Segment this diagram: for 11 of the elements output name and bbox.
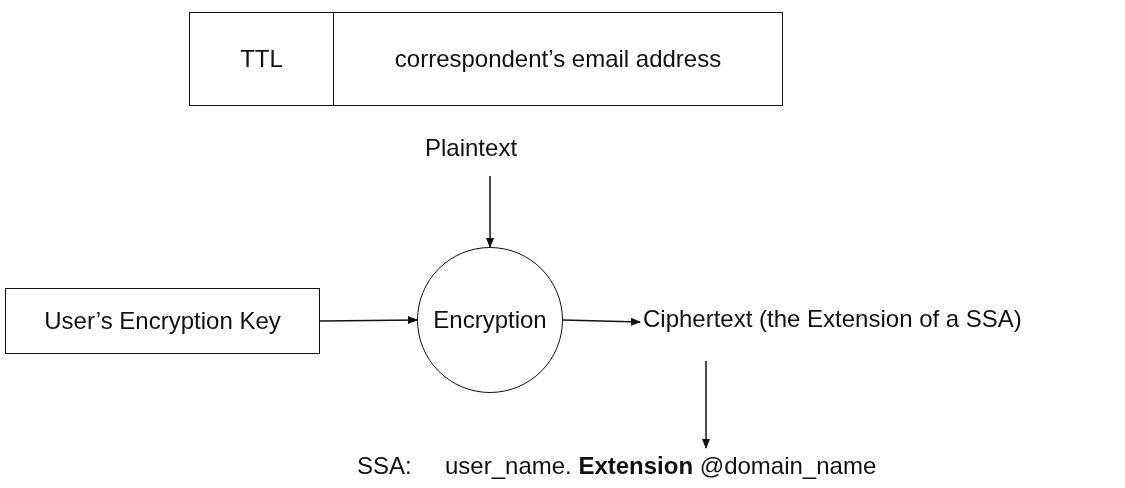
table-cell: correspondent’s email address xyxy=(333,12,783,106)
field-label: SSA: xyxy=(357,452,412,480)
output-text: Ciphertext (the Extension of a SSA) xyxy=(643,305,1022,333)
arrow xyxy=(319,316,418,325)
table-cell: TTL xyxy=(189,12,334,106)
address-text: user_name. Extension @domain_name xyxy=(445,452,877,480)
arrow xyxy=(486,175,494,248)
arrow xyxy=(562,317,641,326)
arrow xyxy=(702,360,710,449)
process-box: User’s Encryption Key xyxy=(5,288,320,354)
box-heading: Plaintext xyxy=(425,134,518,162)
